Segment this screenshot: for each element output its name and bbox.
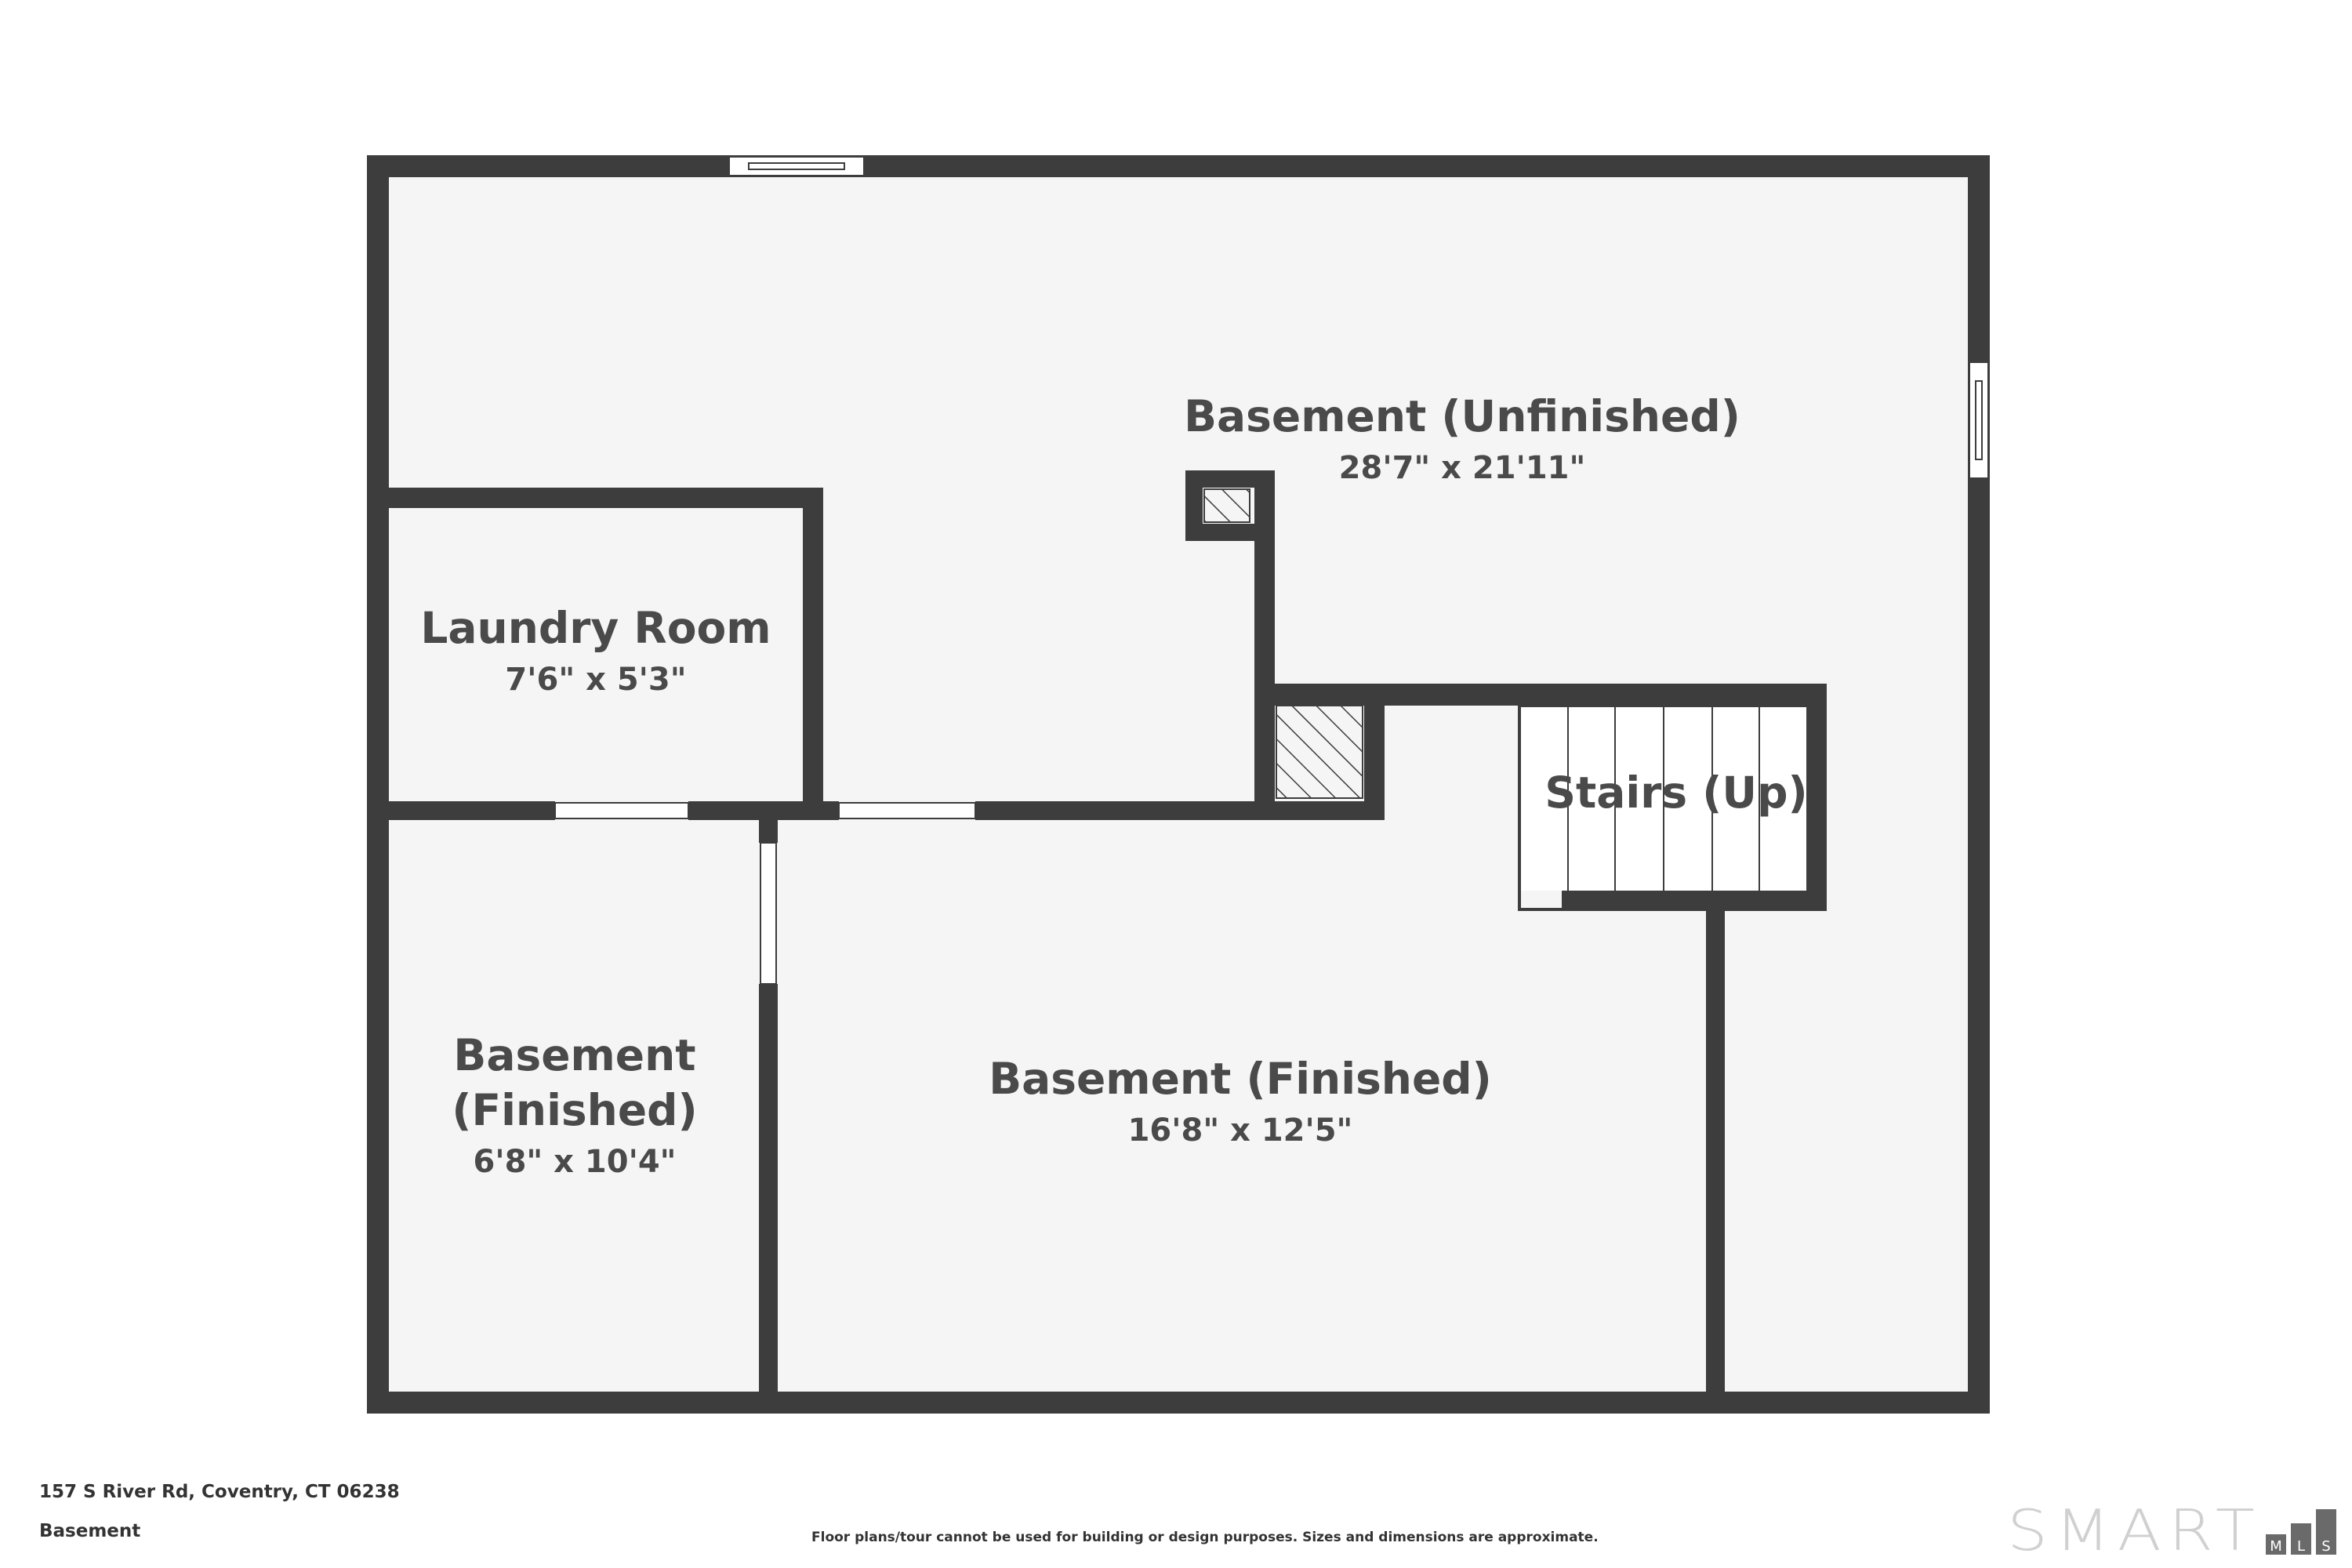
floor-label: Basement (39, 1521, 141, 1541)
logo-text: SMART (2007, 1501, 2262, 1556)
room-name: Laundry Room (420, 603, 771, 653)
door-openings (554, 802, 976, 985)
smart-mls-logo: SMART M L S (2007, 1501, 2336, 1556)
room-dimensions: 16'8" x 12'5" (1128, 1112, 1353, 1149)
chimney-hatch (1276, 705, 1363, 799)
room-label-basement-unfinished: Basement (Unfinished) 28'7" x 21'11" (1184, 391, 1740, 486)
room-name: Basement (Finished) (989, 1054, 1492, 1104)
room-name: Stairs (Up) (1544, 768, 1807, 818)
room-name: Basement (453, 1030, 695, 1080)
logo-badge-m (2266, 1534, 2286, 1555)
logo-badge-s (2316, 1509, 2336, 1555)
stairs (1518, 704, 1806, 911)
room-name: Basement (Unfinished) (1184, 391, 1740, 441)
room-dimensions: 7'6" x 5'3" (505, 662, 686, 698)
room-dimensions: 6'8" x 10'4" (474, 1144, 677, 1180)
room-label-basement-finished-small: Basement (Finished) 6'8" x 10'4" (452, 1030, 697, 1180)
room-dimensions: 28'7" x 21'11" (1339, 450, 1586, 486)
room-label-stairs: Stairs (Up) (1544, 768, 1807, 818)
logo-badge-s-text: S (2321, 1538, 2330, 1555)
room-label-laundry: Laundry Room 7'6" x 5'3" (420, 603, 771, 698)
logo-badge-l (2291, 1523, 2311, 1555)
disclaimer: Floor plans/tour cannot be used for buil… (811, 1530, 1599, 1545)
flue-hatch-small (1203, 488, 1250, 523)
interior-walls (367, 470, 1827, 1414)
logo-badge-m-text: M (2270, 1538, 2282, 1555)
room-label-basement-finished-main: Basement (Finished) 16'8" x 12'5" (989, 1054, 1492, 1149)
room-name-line-2: (Finished) (452, 1085, 697, 1135)
window-top (728, 156, 865, 176)
window-right (1969, 361, 1989, 479)
logo-badge-l-text: L (2297, 1538, 2305, 1555)
address: 157 S River Rd, Coventry, CT 06238 (39, 1482, 400, 1502)
exterior-walls (367, 155, 1990, 1414)
